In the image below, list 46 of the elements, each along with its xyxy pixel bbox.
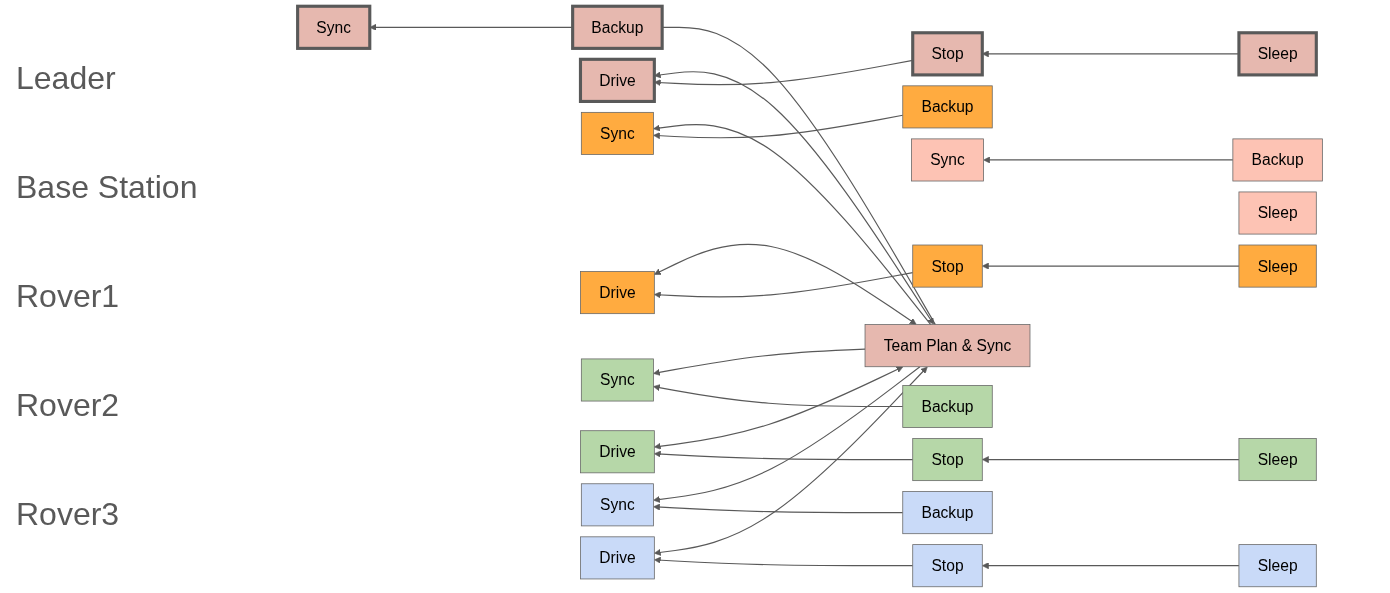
arrow bbox=[654, 556, 914, 567]
arrow bbox=[654, 366, 904, 450]
arrow bbox=[654, 366, 928, 556]
node-box: Sleep bbox=[1237, 31, 1318, 77]
node-box: Drive bbox=[580, 271, 655, 315]
node-box: Sync bbox=[296, 4, 372, 50]
arrow bbox=[653, 123, 932, 326]
arrow bbox=[653, 503, 904, 514]
arrow bbox=[982, 456, 1240, 463]
arrow bbox=[982, 562, 1240, 570]
arrow bbox=[653, 366, 921, 503]
node-box: Drive bbox=[580, 430, 655, 474]
node-box: Sync bbox=[911, 138, 984, 182]
node-box: Backup bbox=[571, 4, 664, 50]
node-box: Sleep bbox=[1238, 438, 1317, 482]
arrow bbox=[654, 71, 934, 325]
row-label: Rover3 bbox=[16, 495, 120, 534]
node-box: Stop bbox=[912, 544, 983, 588]
arrow bbox=[653, 114, 904, 140]
row-label: Rover1 bbox=[16, 277, 120, 316]
node-box: Team Plan & Sync bbox=[864, 324, 1031, 368]
node-box: Sync bbox=[580, 111, 654, 155]
node-box: Sync bbox=[580, 483, 654, 527]
arrow bbox=[654, 243, 917, 325]
arrow bbox=[654, 450, 914, 461]
node-box: Backup bbox=[1232, 138, 1323, 182]
node-box: Sleep bbox=[1238, 244, 1317, 288]
row-label: Base Station bbox=[16, 168, 198, 207]
node-box: Sleep bbox=[1238, 544, 1317, 588]
node-box: Backup bbox=[902, 385, 993, 428]
node-box: Drive bbox=[578, 57, 656, 103]
row-label: Leader bbox=[16, 59, 116, 98]
arrow bbox=[653, 384, 904, 408]
node-box: Stop bbox=[912, 244, 983, 288]
row-label: Rover2 bbox=[16, 386, 120, 425]
arrow bbox=[654, 271, 914, 299]
arrow bbox=[983, 156, 1234, 164]
node-box: Stop bbox=[912, 438, 983, 482]
node-box: Drive bbox=[580, 536, 655, 580]
arrow bbox=[982, 262, 1240, 270]
node-box: Stop bbox=[911, 31, 984, 77]
node-box: Backup bbox=[902, 85, 993, 129]
arrow bbox=[653, 348, 866, 376]
node-box: Sync bbox=[580, 358, 654, 402]
node-box: Sleep bbox=[1238, 191, 1317, 235]
node-box: Backup bbox=[902, 491, 993, 535]
